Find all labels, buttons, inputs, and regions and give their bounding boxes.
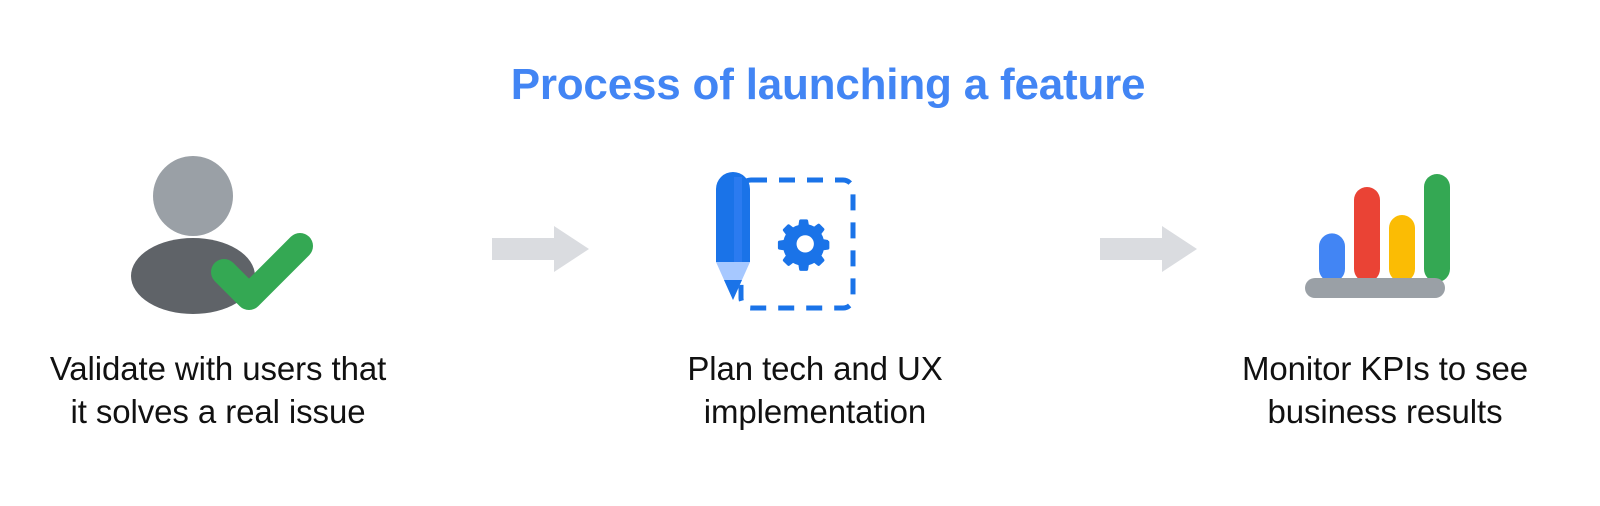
caption-line-1: Validate with users that	[49, 350, 387, 387]
caption-line-2: implementation	[703, 393, 927, 430]
step-validate: Validate with users that it solves a rea…	[8, 150, 428, 433]
bar-1	[1319, 233, 1345, 282]
checkmark-shape	[211, 233, 313, 310]
caption-line-2: it solves a real issue	[70, 393, 366, 430]
arrow-right-icon-2	[1100, 226, 1197, 272]
caption-line-1: Plan tech and UX	[687, 350, 943, 387]
step-monitor: Monitor KPIs to see business results	[1175, 150, 1595, 433]
caption-line-1: Monitor KPIs to see	[1241, 350, 1529, 387]
bar-3	[1389, 215, 1415, 282]
step-monitor-caption: Monitor KPIs to see business results	[1242, 347, 1528, 433]
person-head-shape	[153, 156, 233, 236]
step-plan-caption: Plan tech and UX implementation	[687, 347, 942, 433]
pencil-highlight-shape	[734, 177, 742, 262]
caption-line-2: business results	[1267, 393, 1503, 430]
dashed-frame-shape	[738, 177, 856, 311]
pencil-point-shape	[724, 280, 742, 300]
arrow-right-icon-1	[492, 226, 589, 272]
bar-4	[1424, 174, 1450, 282]
step-monitor-artwork	[1275, 150, 1495, 325]
user-verified-icon	[126, 154, 316, 314]
page-title: Process of launching a feature	[510, 60, 1146, 109]
gear-shape	[777, 219, 830, 271]
step-plan: Plan tech and UX implementation	[605, 150, 1025, 433]
bar-2	[1354, 186, 1380, 282]
pencil-gear-icon	[713, 172, 863, 322]
step-validate-caption: Validate with users that it solves a rea…	[50, 347, 386, 433]
arrow-right-shape	[492, 226, 589, 272]
person-body-shape	[131, 238, 255, 314]
bar-chart-icon	[1293, 160, 1463, 300]
step-plan-artwork	[705, 150, 925, 325]
step-validate-artwork	[108, 150, 328, 325]
bar-chart-bars	[1319, 174, 1450, 282]
pencil-body-shape	[716, 172, 750, 262]
arrow-right-shape	[1100, 226, 1197, 272]
chart-baseline-shape	[1305, 278, 1445, 298]
